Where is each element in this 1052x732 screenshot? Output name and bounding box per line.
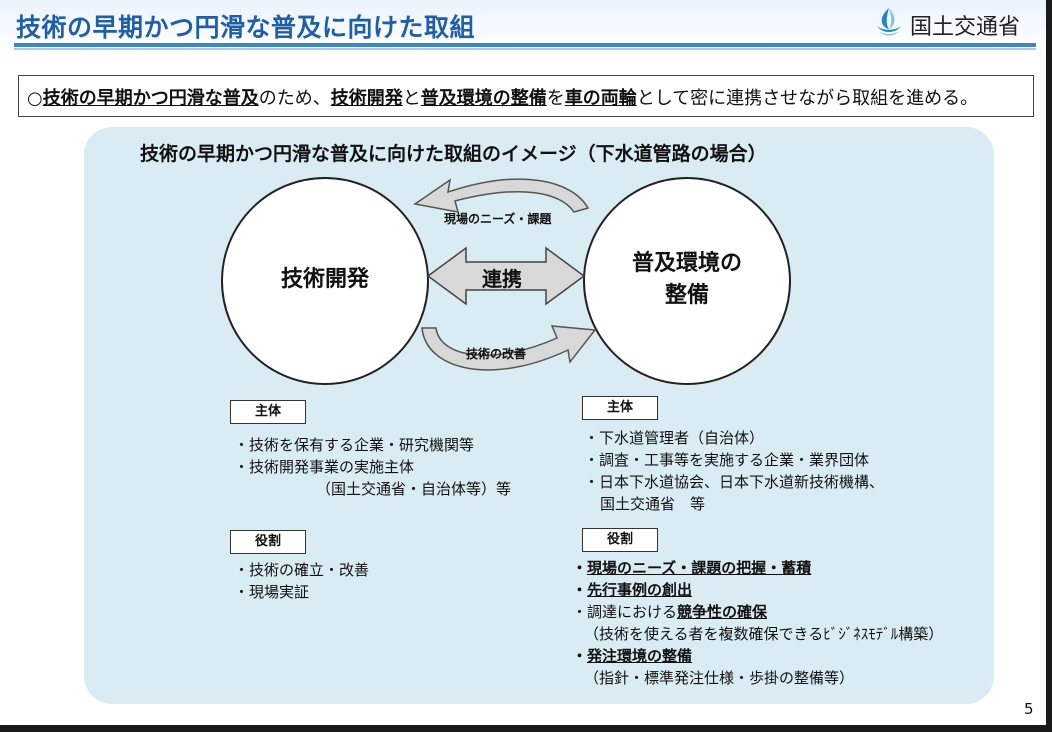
summary-bullet: ○ [27, 88, 43, 109]
bullet: ・ [572, 647, 588, 665]
summary-text-4: と [402, 88, 421, 109]
left-subject-tag: 主体 [230, 400, 306, 424]
mlit-logo-text: 国土交通省 [910, 15, 1021, 40]
right-subject-tag: 主体 [582, 396, 658, 420]
summary-keyword-1: 技術の早期かつ円滑な普及 [42, 88, 259, 109]
left-subject-list: ・技術を保有する企業・研究機関等 ・技術開発事業の実施主体 （国土交通省・自治体… [234, 434, 511, 500]
page-title: 技術の早期かつ円滑な普及に向けた取組 [16, 13, 476, 42]
list-item: 国土交通省 等 [600, 495, 706, 513]
right-circle-label-line1: 普及環境の [631, 251, 742, 276]
summary-text-2: のため、 [258, 88, 331, 109]
top-arrow-label: 現場のニーズ・課題 [444, 212, 552, 226]
right-circle-label: 普及環境の 整備 [612, 248, 762, 312]
list-item: （国土交通省・自治体等）等 [316, 480, 512, 498]
right-role-list: ・現場のニーズ・課題の把握・蓄積 ・先行事例の創出 ・調達における競争性の確保 … [572, 557, 943, 689]
bullet: ・ [572, 559, 588, 577]
right-circle [583, 177, 791, 385]
role-keyword: 現場のニーズ・課題の把握・蓄積 [587, 559, 812, 577]
list-item: ・下水道管理者（自治体） [584, 429, 765, 447]
bottom-curved-arrow [421, 325, 597, 371]
top-curved-arrow [413, 178, 590, 213]
summary-text: ○技術の早期かつ円滑な普及のため、技術開発と普及環境の整備を車の両輪として密に連… [27, 84, 978, 110]
right-role-tag: 役割 [582, 528, 658, 552]
list-item: ・調査・工事等を実施する企業・業界団体 [584, 451, 870, 469]
role-keyword: 先行事例の創出 [587, 581, 693, 599]
mlit-logo: 国土交通省 [874, 6, 1044, 40]
left-role-tag: 役割 [230, 530, 306, 554]
role-keyword: 競争性の確保 [677, 603, 768, 621]
list-item: ・現場のニーズ・課題の把握・蓄積 [572, 557, 943, 579]
bullet: ・ [572, 581, 588, 599]
list-item: ・調達における競争性の確保 [572, 601, 943, 623]
title-rule [14, 43, 1036, 47]
list-item: ・技術の確立・改善 [234, 561, 370, 579]
list-item: ・先行事例の創出 [572, 579, 943, 601]
center-arrow-label: 連携 [482, 267, 522, 291]
right-subject-list: ・下水道管理者（自治体） ・調査・工事等を実施する企業・業界団体 ・日本下水道協… [584, 427, 884, 515]
role-text: ・調達における [572, 603, 678, 621]
list-item-note: （技術を使える者を複数確保できるﾋﾞｼﾞﾈｽﾓﾃﾞﾙ構築） [584, 625, 944, 643]
summary-keyword-4: 車の両輪 [564, 88, 637, 109]
list-item: ・現場実証 [234, 583, 310, 601]
summary-text-8: として密に連携させながら取組を進める。 [636, 88, 979, 109]
summary-box: ○技術の早期かつ円滑な普及のため、技術開発と普及環境の整備を車の両輪として密に連… [18, 75, 1034, 117]
title-rule-thin [14, 48, 1036, 50]
summary-keyword-3: 普及環境の整備 [420, 88, 547, 109]
list-item: ・技術を保有する企業・研究機関等 [234, 436, 475, 454]
summary-keyword-2: 技術開発 [330, 88, 403, 109]
mlit-logo-icon [877, 8, 901, 36]
list-item: ・技術開発事業の実施主体 [234, 458, 415, 476]
right-circle-label-line2: 整備 [664, 283, 709, 308]
diagram-title: 技術の早期かつ円滑な普及に向けた取組のイメージ（下水道管路の場合） [140, 143, 767, 165]
center-double-arrow [426, 246, 586, 306]
left-circle [221, 177, 429, 385]
left-role-list: ・技術の確立・改善 ・現場実証 [234, 559, 369, 603]
list-item: ・発注環境の整備 [572, 645, 943, 667]
list-item-note: （指針・標準発注仕様・歩掛の整備等） [584, 669, 855, 687]
left-circle-label: 技術開発 [280, 267, 369, 292]
page-number: 5 [1024, 700, 1034, 718]
summary-text-6: を [546, 88, 565, 109]
bottom-arrow-label: 技術の改善 [466, 347, 527, 361]
list-item: ・日本下水道協会、日本下水道新技術機構、 [584, 473, 885, 491]
role-keyword: 発注環境の整備 [587, 647, 693, 665]
